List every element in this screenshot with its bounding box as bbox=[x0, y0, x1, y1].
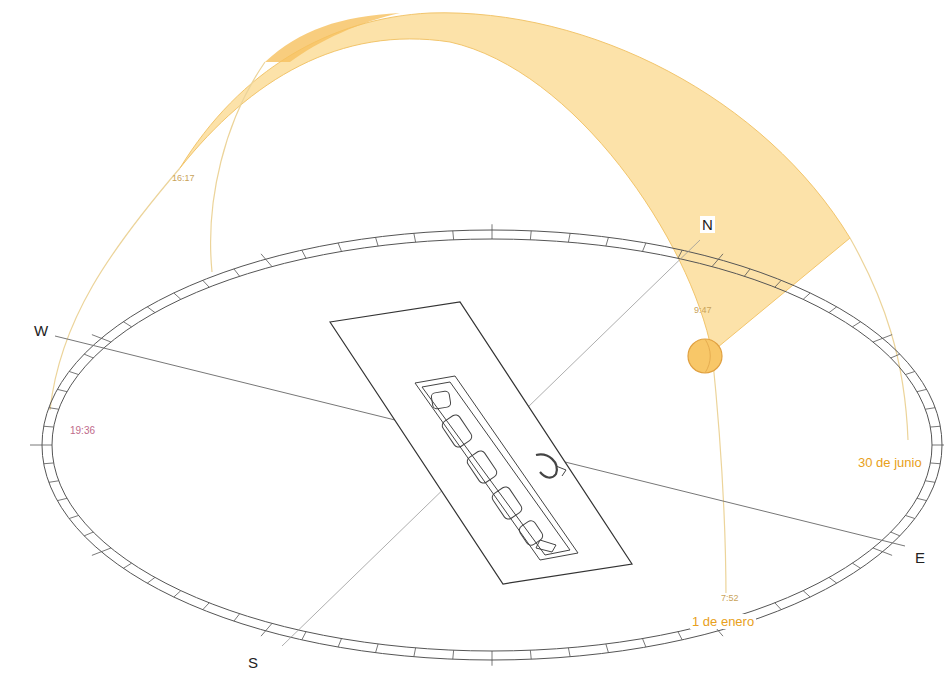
degree-tick bbox=[414, 648, 416, 657]
degree-tick bbox=[302, 250, 306, 258]
degree-tick bbox=[84, 354, 93, 358]
degree-tick bbox=[92, 335, 111, 342]
degree-tick bbox=[49, 481, 59, 483]
degree-tick bbox=[44, 462, 54, 464]
date-arc bbox=[50, 168, 180, 410]
degree-tick bbox=[917, 498, 927, 500]
degree-tick bbox=[568, 233, 570, 242]
degree-tick bbox=[852, 322, 860, 327]
degree-tick bbox=[744, 269, 750, 276]
degree-tick bbox=[925, 408, 935, 410]
degree-tick bbox=[905, 515, 914, 518]
degree-tick bbox=[234, 269, 240, 276]
degree-tick bbox=[147, 577, 155, 583]
sun-symbol bbox=[688, 339, 722, 373]
degree-tick bbox=[873, 548, 892, 555]
degree-tick bbox=[57, 389, 67, 391]
degree-tick bbox=[852, 563, 860, 568]
degree-tick bbox=[69, 371, 78, 374]
degree-tick bbox=[530, 231, 532, 240]
horizon-ring-inner bbox=[52, 239, 932, 651]
degree-tick bbox=[803, 591, 810, 597]
compass-label: N bbox=[700, 216, 715, 233]
time-label: 16:17 bbox=[170, 173, 197, 184]
degree-tick bbox=[203, 280, 209, 287]
degree-tick bbox=[917, 389, 927, 391]
degree-tick bbox=[642, 639, 645, 647]
degree-tick bbox=[932, 445, 944, 446]
degree-tick bbox=[829, 307, 837, 313]
degree-tick bbox=[775, 280, 781, 287]
north-south-axis bbox=[282, 240, 700, 646]
degree-tick bbox=[376, 644, 379, 653]
degree-tick bbox=[261, 254, 272, 267]
sun-symbol-arc bbox=[705, 339, 710, 373]
degree-tick bbox=[123, 563, 131, 568]
horizon-ring-outer bbox=[42, 230, 942, 660]
degree-tick bbox=[44, 426, 54, 428]
degree-tick bbox=[606, 237, 609, 246]
degree-tick bbox=[606, 644, 609, 653]
degree-tick bbox=[642, 243, 645, 251]
degree-tick bbox=[905, 371, 914, 374]
sun-path-overlap bbox=[265, 13, 400, 62]
degree-tick bbox=[147, 307, 155, 313]
date-label: 1 de enero bbox=[690, 614, 756, 629]
degree-tick bbox=[930, 462, 940, 464]
date-arc bbox=[211, 62, 265, 272]
degree-tick bbox=[302, 632, 306, 640]
compass-label: S bbox=[246, 654, 260, 671]
degree-tick bbox=[930, 426, 940, 428]
degree-tick bbox=[203, 603, 209, 610]
date-label: 30 de junio bbox=[856, 455, 924, 470]
date-arc bbox=[850, 238, 908, 440]
degree-tick bbox=[492, 651, 493, 666]
degree-tick bbox=[57, 498, 67, 500]
degree-tick bbox=[30, 445, 52, 446]
degree-tick bbox=[84, 532, 93, 536]
degree-tick bbox=[775, 603, 781, 610]
compass-label: E bbox=[913, 549, 927, 566]
degree-tick bbox=[49, 408, 59, 410]
compass-label: W bbox=[32, 322, 50, 339]
degree-tick bbox=[678, 250, 682, 258]
degree-tick bbox=[376, 237, 379, 246]
degree-tick bbox=[530, 650, 532, 659]
degree-tick bbox=[69, 515, 78, 518]
degree-tick bbox=[174, 591, 181, 597]
degree-tick bbox=[925, 481, 935, 483]
degree-tick bbox=[174, 293, 181, 299]
degree-tick bbox=[712, 254, 723, 267]
degree-tick bbox=[92, 548, 111, 555]
degree-tick bbox=[891, 354, 900, 358]
degree-tick bbox=[492, 224, 493, 239]
time-label: 7:52 bbox=[719, 593, 741, 604]
degree-tick bbox=[338, 639, 341, 647]
degree-tick bbox=[568, 648, 570, 657]
degree-ticks bbox=[30, 224, 944, 665]
degree-tick bbox=[891, 532, 900, 536]
date-arc bbox=[712, 352, 726, 600]
sun-path-band bbox=[180, 13, 850, 352]
degree-tick bbox=[261, 623, 272, 636]
degree-tick bbox=[414, 233, 416, 242]
degree-tick bbox=[873, 335, 892, 342]
degree-tick bbox=[803, 293, 810, 299]
degree-tick bbox=[452, 650, 454, 659]
building-plan bbox=[415, 376, 578, 560]
degree-tick bbox=[678, 632, 682, 640]
time-label: 19:36 bbox=[68, 425, 97, 437]
site-plot bbox=[330, 302, 632, 584]
degree-tick bbox=[123, 322, 131, 327]
degree-tick bbox=[234, 614, 240, 621]
degree-tick bbox=[829, 577, 837, 583]
degree-tick bbox=[338, 243, 341, 251]
time-label: 9:47 bbox=[692, 305, 714, 316]
degree-tick bbox=[452, 231, 454, 240]
